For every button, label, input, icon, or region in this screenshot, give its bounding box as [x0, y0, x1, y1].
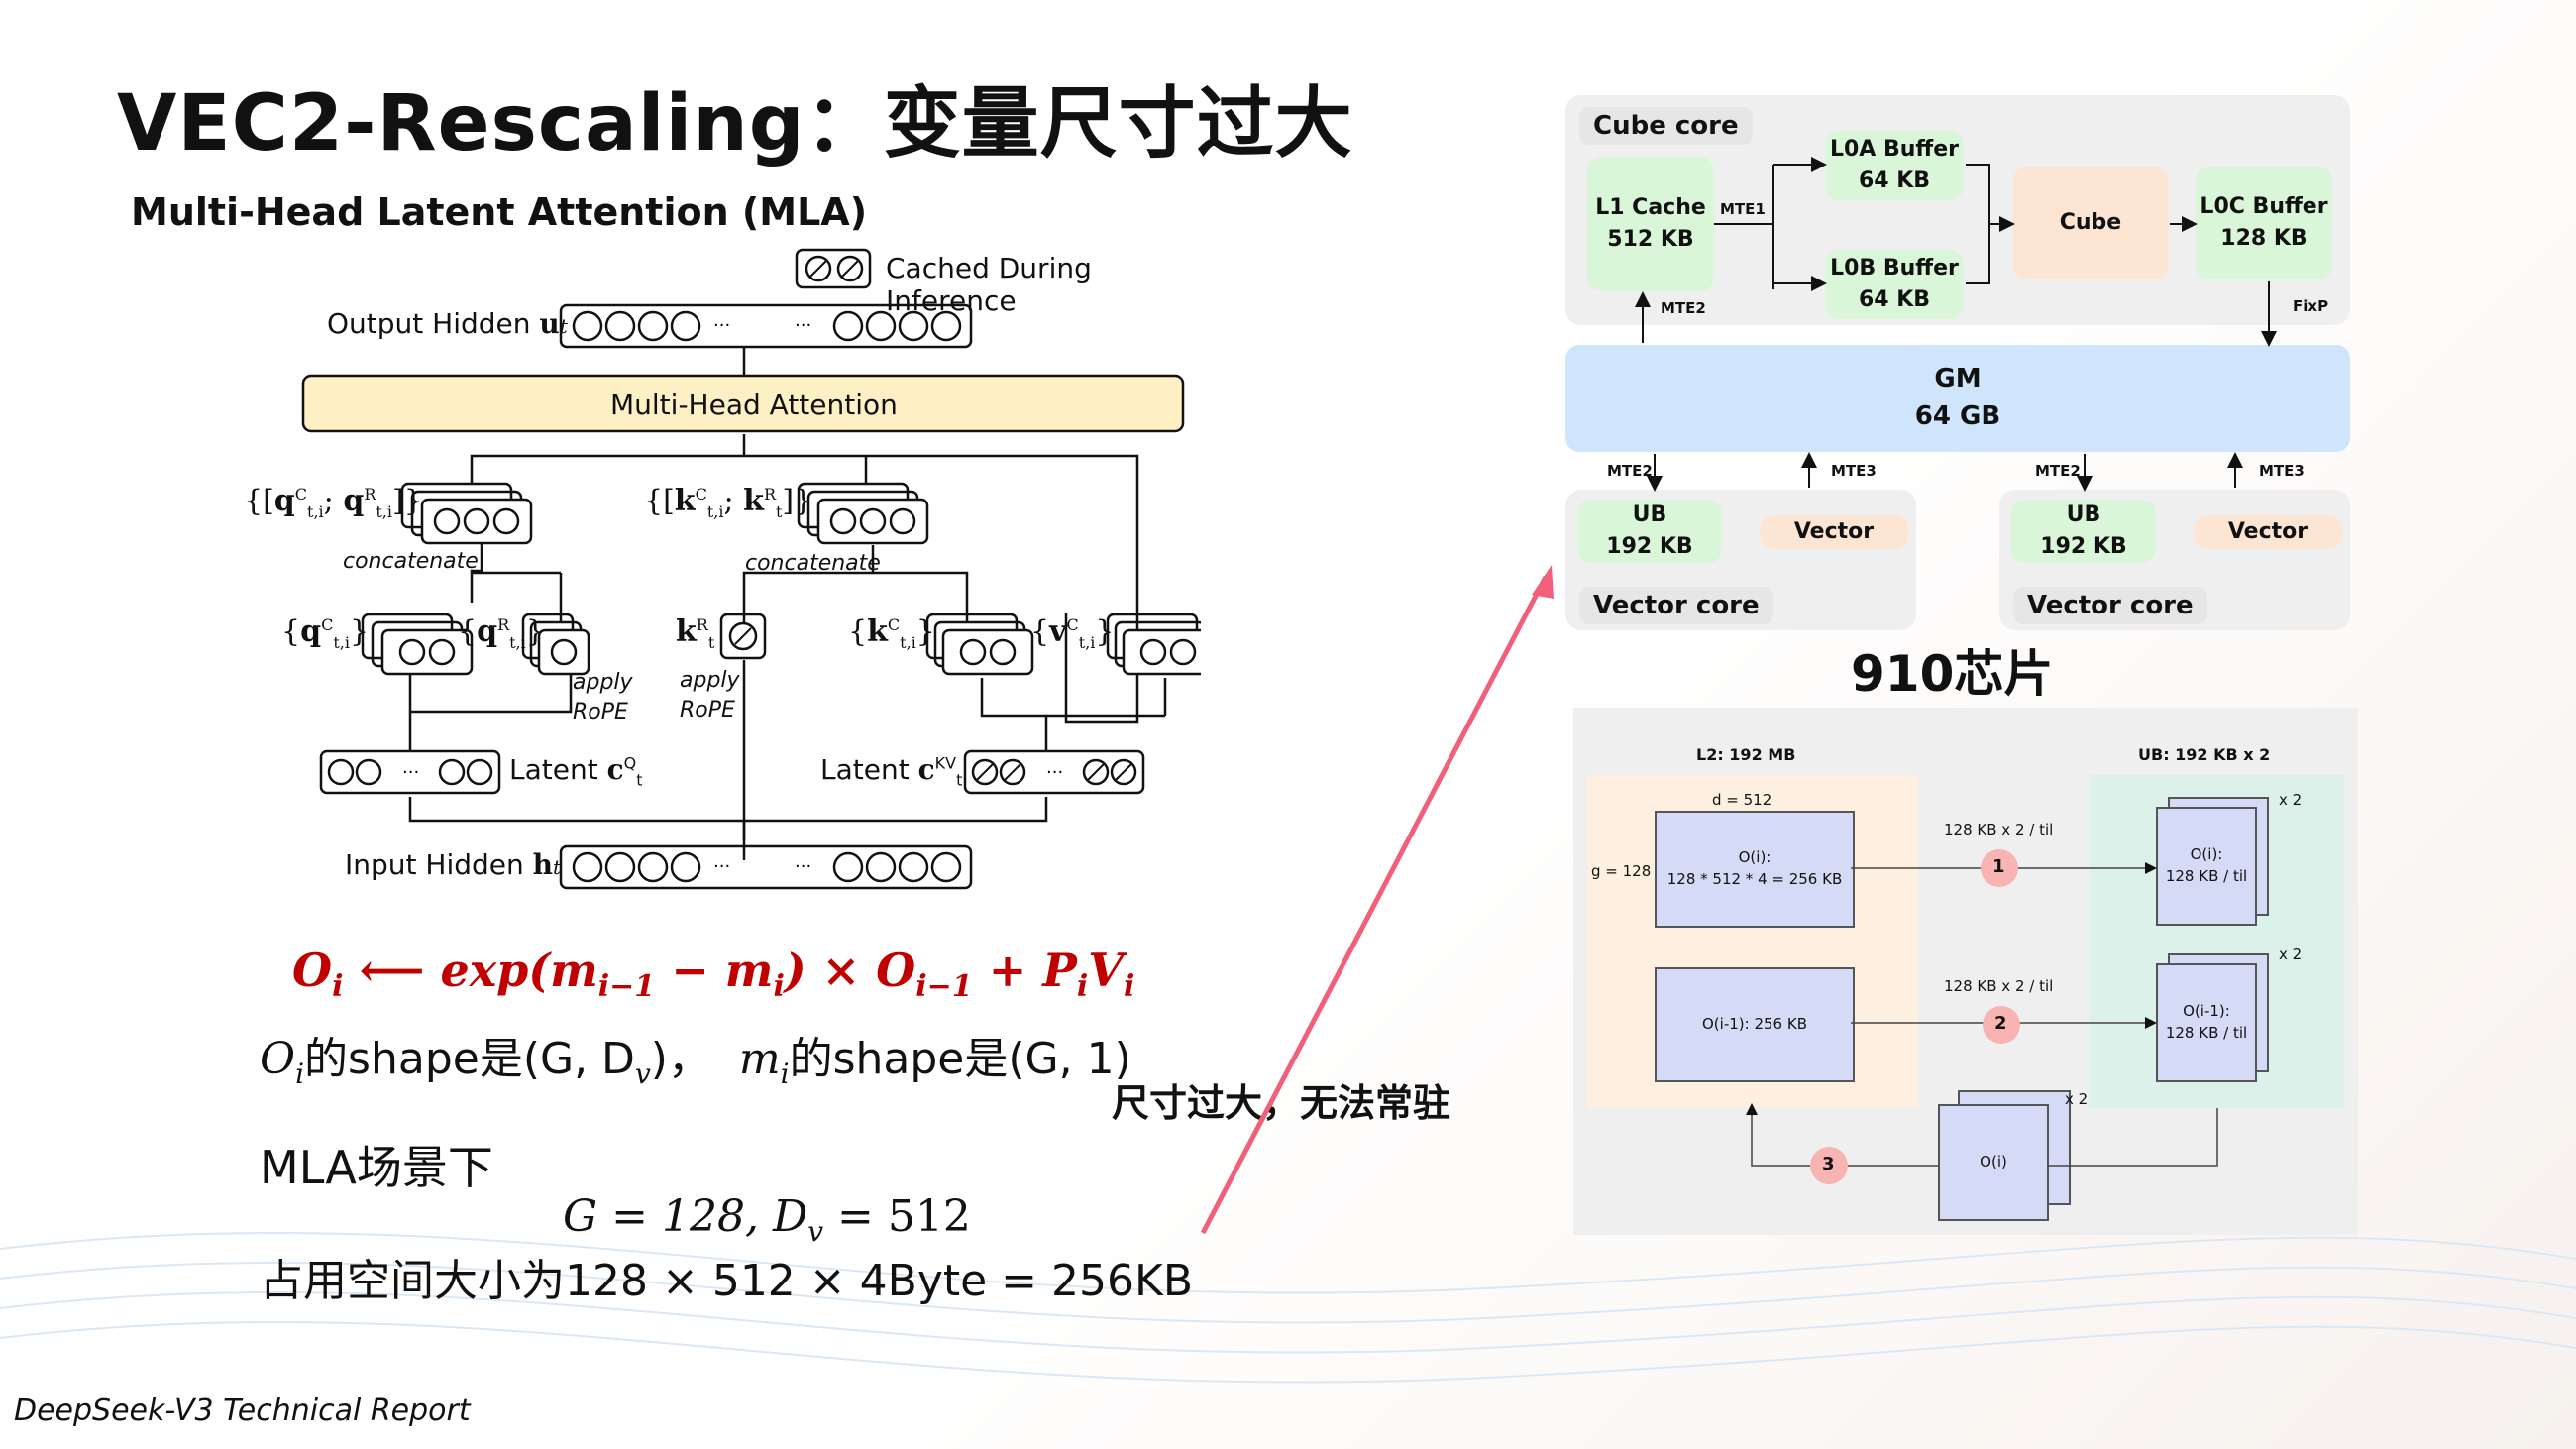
xfer-label-2: 128 KB x 2 / til	[1944, 977, 2054, 995]
g-label: g = 128	[1591, 862, 1652, 880]
oi1-l2-box: O(i-1): 256 KB	[1655, 967, 1855, 1082]
step-3-badge: 3	[1822, 1154, 1835, 1174]
xfer-label-1: 128 KB x 2 / til	[1944, 821, 2054, 838]
mte2-label-top: MTE2	[1661, 299, 1706, 317]
ub-label: UB: 192 KB x 2	[2138, 745, 2271, 764]
scenario-values: G = 128, Dv = 512	[563, 1191, 971, 1248]
svg-text:···: ···	[795, 315, 811, 336]
pointer-arrow	[1200, 565, 1554, 1235]
reference-note: DeepSeek-V3 Technical Report	[14, 1393, 471, 1428]
tiling-diagram: L2: 192 MB UB: 192 KB x 2 d = 512 g = 12…	[1573, 708, 2358, 1235]
svg-text:···: ···	[1046, 762, 1063, 783]
mla-heading: Multi-Head Latent Attention (MLA)	[131, 190, 868, 234]
memory-size: 占用空间大小为128 × 512 × 4Byte = 256KB	[260, 1256, 1194, 1306]
cached-label: Cached During Inference	[886, 252, 1092, 317]
q-concat-symbol: {[qCt,i; qRt,i]}	[244, 484, 423, 521]
vc-symbol: {vCt,i}	[1030, 614, 1115, 652]
slide-title: VEC2-Rescaling：变量尺寸过大	[117, 79, 1353, 168]
d-label: d = 512	[1712, 791, 1772, 809]
mte2-label-2: MTE2	[2035, 462, 2081, 480]
mte3-label-2: MTE3	[2259, 462, 2305, 480]
vector-core-label-2: Vector core	[2013, 587, 2207, 624]
svg-text:···: ···	[713, 856, 730, 877]
output-hidden-label: Output Hidden ut	[327, 307, 568, 340]
concat-label-q: concatenate	[343, 549, 479, 574]
out-oi-box: O(i)	[1938, 1104, 2049, 1221]
cube-core-label: Cube core	[1579, 107, 1753, 145]
chip-title: 910芯片	[1851, 645, 2054, 703]
svg-text:···: ···	[402, 762, 419, 783]
x2-label-1: x 2	[2279, 791, 2303, 809]
size-warning-note: 尺寸过大，无法常驻	[1112, 1081, 1451, 1125]
latent-kv-label: Latent cKVt	[820, 753, 963, 790]
step-1-badge: 1	[1992, 856, 2005, 877]
x2-label-3: x 2	[2065, 1090, 2089, 1108]
wave-decoration	[0, 1232, 2576, 1384]
input-hidden-label: Input Hidden ht	[345, 848, 562, 881]
shape-description: Oi的shape是(G, Dv)， mi的shape是(G, 1)	[260, 1034, 1131, 1090]
oi-l2-box: O(i):128 * 512 * 4 = 256 KB	[1655, 811, 1855, 928]
qc-symbol: {qCt,i}	[281, 614, 370, 652]
kr-symbol: kRt	[676, 614, 715, 652]
vector-box-1: Vector	[1760, 515, 1908, 549]
vector-box-2: Vector	[2194, 515, 2342, 549]
mla-diagram: ··· ··· ··· ··· ··· ··· Cached During Infer…	[244, 246, 1201, 890]
update-formula: Oi ⟵ exp(mi−1 − mi) × Oi−1 + PiVi	[292, 944, 1135, 1005]
kc-symbol: {kCt,i}	[848, 614, 935, 652]
fixp-label: FixP	[2293, 297, 2329, 315]
cube-unit-box: Cube	[2013, 167, 2168, 279]
k-concat-symbol: {[kCt,i; kRt]}	[644, 484, 813, 521]
latent-q-label: Latent cQt	[509, 753, 643, 790]
svg-text:···: ···	[713, 315, 730, 336]
x2-label-2: x 2	[2279, 946, 2303, 963]
ub-oi-box: O(i):128 KB / til	[2156, 807, 2257, 926]
mte2-label-1: MTE2	[1607, 462, 1653, 480]
l2-label: L2: 192 MB	[1696, 745, 1796, 764]
concat-label-k: concatenate	[745, 551, 881, 576]
attention-label: Multi-Head Attention	[610, 389, 898, 421]
svg-text:···: ···	[795, 856, 811, 877]
step-2-badge: 2	[1994, 1013, 2007, 1034]
scenario-label: MLA场景下	[260, 1141, 493, 1194]
mte3-label-1: MTE3	[1831, 462, 1877, 480]
ub-oi1-box: O(i-1):128 KB / til	[2156, 963, 2257, 1082]
qr-symbol: {qRt,i}	[458, 614, 545, 652]
mte1-label: MTE1	[1720, 200, 1766, 218]
vector-core-label-1: Vector core	[1579, 587, 1773, 624]
